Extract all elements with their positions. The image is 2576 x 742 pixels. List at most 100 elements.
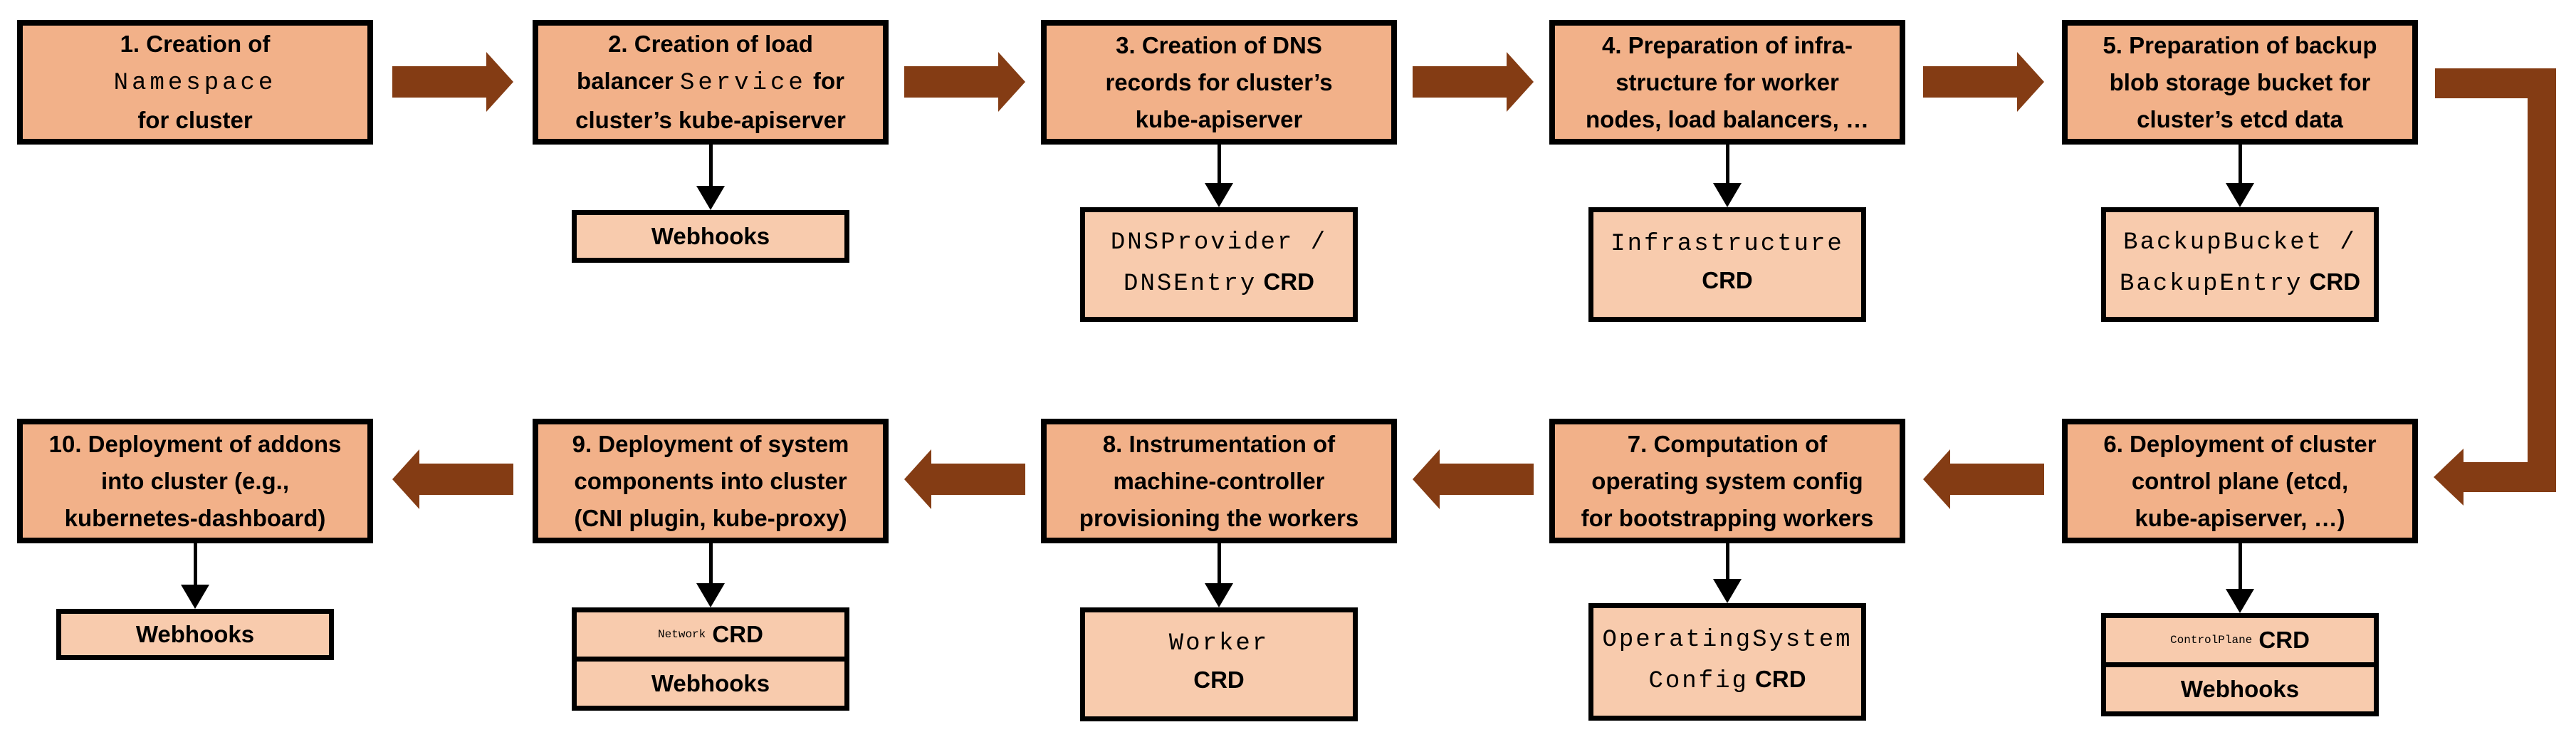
- step-9-line3: (CNI plugin, kube-proxy): [574, 500, 847, 537]
- crd-label: CRD: [706, 621, 763, 647]
- flow-arrow-step1-to-step2: [392, 52, 513, 112]
- arrow-shaft: [1950, 464, 2044, 495]
- service-code-text: Service: [679, 70, 807, 97]
- step-4-box: 4. Preparation of infra- structure for w…: [1549, 20, 1905, 145]
- worker-crd-line1: Worker: [1169, 625, 1269, 666]
- namespace-code-text: Namespace: [113, 70, 277, 97]
- flow-arrow-step7-to-step8: [1413, 449, 1534, 509]
- network-crd-webhooks-stack: Network CRD Webhooks: [572, 607, 849, 711]
- step-6-line3: kube-apiserver, …): [2135, 500, 2345, 537]
- arrow-shaft: [392, 66, 486, 98]
- step-1-line1: 1. Creation of: [120, 26, 271, 63]
- connector-line-step6-controlplane-crd: [2239, 543, 2242, 590]
- connector-line-step9-network-crd: [709, 543, 713, 585]
- arrow-down-icon: [1713, 579, 1742, 603]
- infrastructure-crd-line2: CRD: [1702, 266, 1753, 305]
- step-10-line2: into cluster (e.g.,: [101, 463, 289, 500]
- backupentry-code-text: BackupEntry: [2119, 270, 2303, 298]
- infrastructure-crd-box: Infrastructure CRD: [1588, 207, 1866, 322]
- flow-arrow-step4-to-step5: [1923, 52, 2044, 112]
- backup-crd-line1: BackupBucket /: [2123, 224, 2357, 265]
- step-5-line2: blob storage bucket for: [2110, 64, 2371, 101]
- crd-label: CRD: [2303, 268, 2361, 295]
- webhooks-label: Webhooks: [651, 223, 770, 249]
- step-6-line1: 6. Deployment of cluster: [2103, 426, 2376, 463]
- arrow-left-icon: [1413, 449, 1440, 509]
- step-10-box: 10. Deployment of addons into cluster (e…: [17, 419, 373, 543]
- step-1-text2: for cluster: [137, 107, 253, 133]
- step-6-box: 6. Deployment of cluster control plane (…: [2062, 419, 2418, 543]
- crd-label: CRD: [1193, 667, 1245, 693]
- step-10-line3: kubernetes-dashboard): [65, 500, 326, 537]
- step-10-text2: into cluster (e.g.,: [100, 467, 290, 494]
- connector-line-step2-webhooks: [709, 145, 713, 187]
- step-1-text: 1. Creation of: [120, 31, 271, 57]
- backup-crd-line2: BackupEntry CRD: [2120, 265, 2360, 306]
- arrow-left-icon: [1923, 449, 1950, 509]
- arrow-shaft: [419, 464, 513, 495]
- dns-crd-line2: DNSEntry CRD: [1124, 265, 1314, 306]
- worker-code-text: Worker: [1168, 630, 1269, 657]
- osc-crd-line1: OperatingSystem: [1602, 621, 1852, 662]
- dnsprovider-code-text: DNSProvider /: [1110, 229, 1328, 256]
- step-3-text: 3. Creation of DNS: [1116, 31, 1322, 58]
- controlplane-crd-webhooks-stack: ControlPlane CRD Webhooks: [2101, 613, 2379, 716]
- connector-line-step10-webhooks: [194, 543, 197, 586]
- step-5-box: 5. Preparation of backup blob storage bu…: [2062, 20, 2418, 145]
- operatingsystemconfig-crd-box: OperatingSystem Config CRD: [1588, 603, 1866, 721]
- webhooks-label: Webhooks: [2180, 676, 2300, 702]
- step-8-line1: 8. Instrumentation of: [1103, 426, 1335, 463]
- webhooks-box-step-10: Webhooks: [56, 609, 334, 660]
- webhooks-label: Webhooks: [651, 670, 770, 696]
- dns-crd-line1: DNSProvider /: [1111, 224, 1327, 265]
- dnsentry-code-text: DNSEntry: [1124, 270, 1257, 298]
- arrow-left-icon: [392, 449, 419, 509]
- arrow-right-icon: [486, 52, 513, 112]
- step-7-text: 7. Computation of: [1627, 430, 1828, 457]
- backup-crd-box: BackupBucket / BackupEntry CRD: [2101, 207, 2379, 322]
- operatingsystem-code-text: OperatingSystem: [1602, 626, 1853, 654]
- step-3-line2: records for cluster’s: [1105, 64, 1332, 101]
- webhooks-label: Webhooks: [135, 621, 255, 647]
- step-2-line2: balancer Service for: [577, 63, 844, 102]
- step-5-line3: cluster’s etcd data: [2137, 101, 2343, 138]
- step-1-line2: Namespace: [114, 63, 277, 102]
- webhooks-box-step-2: Webhooks: [572, 210, 849, 263]
- network-crd-box: Network CRD: [572, 607, 849, 662]
- arrow-shaft: [1413, 66, 1507, 98]
- step-1-line3: for cluster: [137, 102, 252, 139]
- step-7-line2: operating system config: [1591, 463, 1863, 500]
- crd-label: CRD: [1702, 266, 1753, 293]
- step-9-line1: 9. Deployment of system: [572, 426, 849, 463]
- step-4-line2: structure for worker: [1616, 64, 1839, 101]
- step-10-text: 10. Deployment of addons: [48, 430, 342, 457]
- step-2-text: 2. Creation of load: [608, 31, 813, 57]
- connector-line-step8-worker-crd: [1218, 543, 1221, 585]
- arrow-right-icon: [1507, 52, 1534, 112]
- config-code-text: Config: [1648, 667, 1749, 695]
- step-1-box: 1. Creation of Namespace for cluster: [17, 20, 373, 145]
- backupbucket-code-text: BackupBucket /: [2123, 229, 2357, 256]
- arrow-left-icon: [2434, 449, 2464, 506]
- crd-label: CRD: [1748, 665, 1806, 692]
- arrow-shaft: [1923, 66, 2017, 98]
- step-9-text: 9. Deployment of system: [572, 430, 849, 457]
- step-8-line2: machine-controller: [1113, 463, 1324, 500]
- flow-arrow-step3-to-step4: [1413, 52, 1534, 112]
- webhooks-box-step-6: Webhooks: [2101, 662, 2379, 716]
- osc-crd-line2: Config CRD: [1648, 662, 1806, 704]
- arrow-shaft: [904, 66, 998, 98]
- step-6-text2: control plane (etcd,: [2131, 467, 2349, 494]
- arrow-down-icon: [181, 585, 209, 609]
- step-4-text: 4. Preparation of infra-: [1601, 31, 1853, 58]
- arrow-shaft: [1440, 464, 1534, 495]
- elbow-bottom-segment: [2464, 462, 2556, 492]
- step-10-line1: 10. Deployment of addons: [49, 426, 342, 463]
- step-8-box: 8. Instrumentation of machine-controller…: [1041, 419, 1397, 543]
- step-7-text3: for bootstrapping workers: [1581, 504, 1874, 531]
- arrow-down-icon: [1713, 183, 1742, 207]
- flow-arrow-step9-to-step10: [392, 449, 513, 509]
- step-7-line3: for bootstrapping workers: [1581, 500, 1874, 537]
- crd-label: CRD: [2252, 627, 2310, 653]
